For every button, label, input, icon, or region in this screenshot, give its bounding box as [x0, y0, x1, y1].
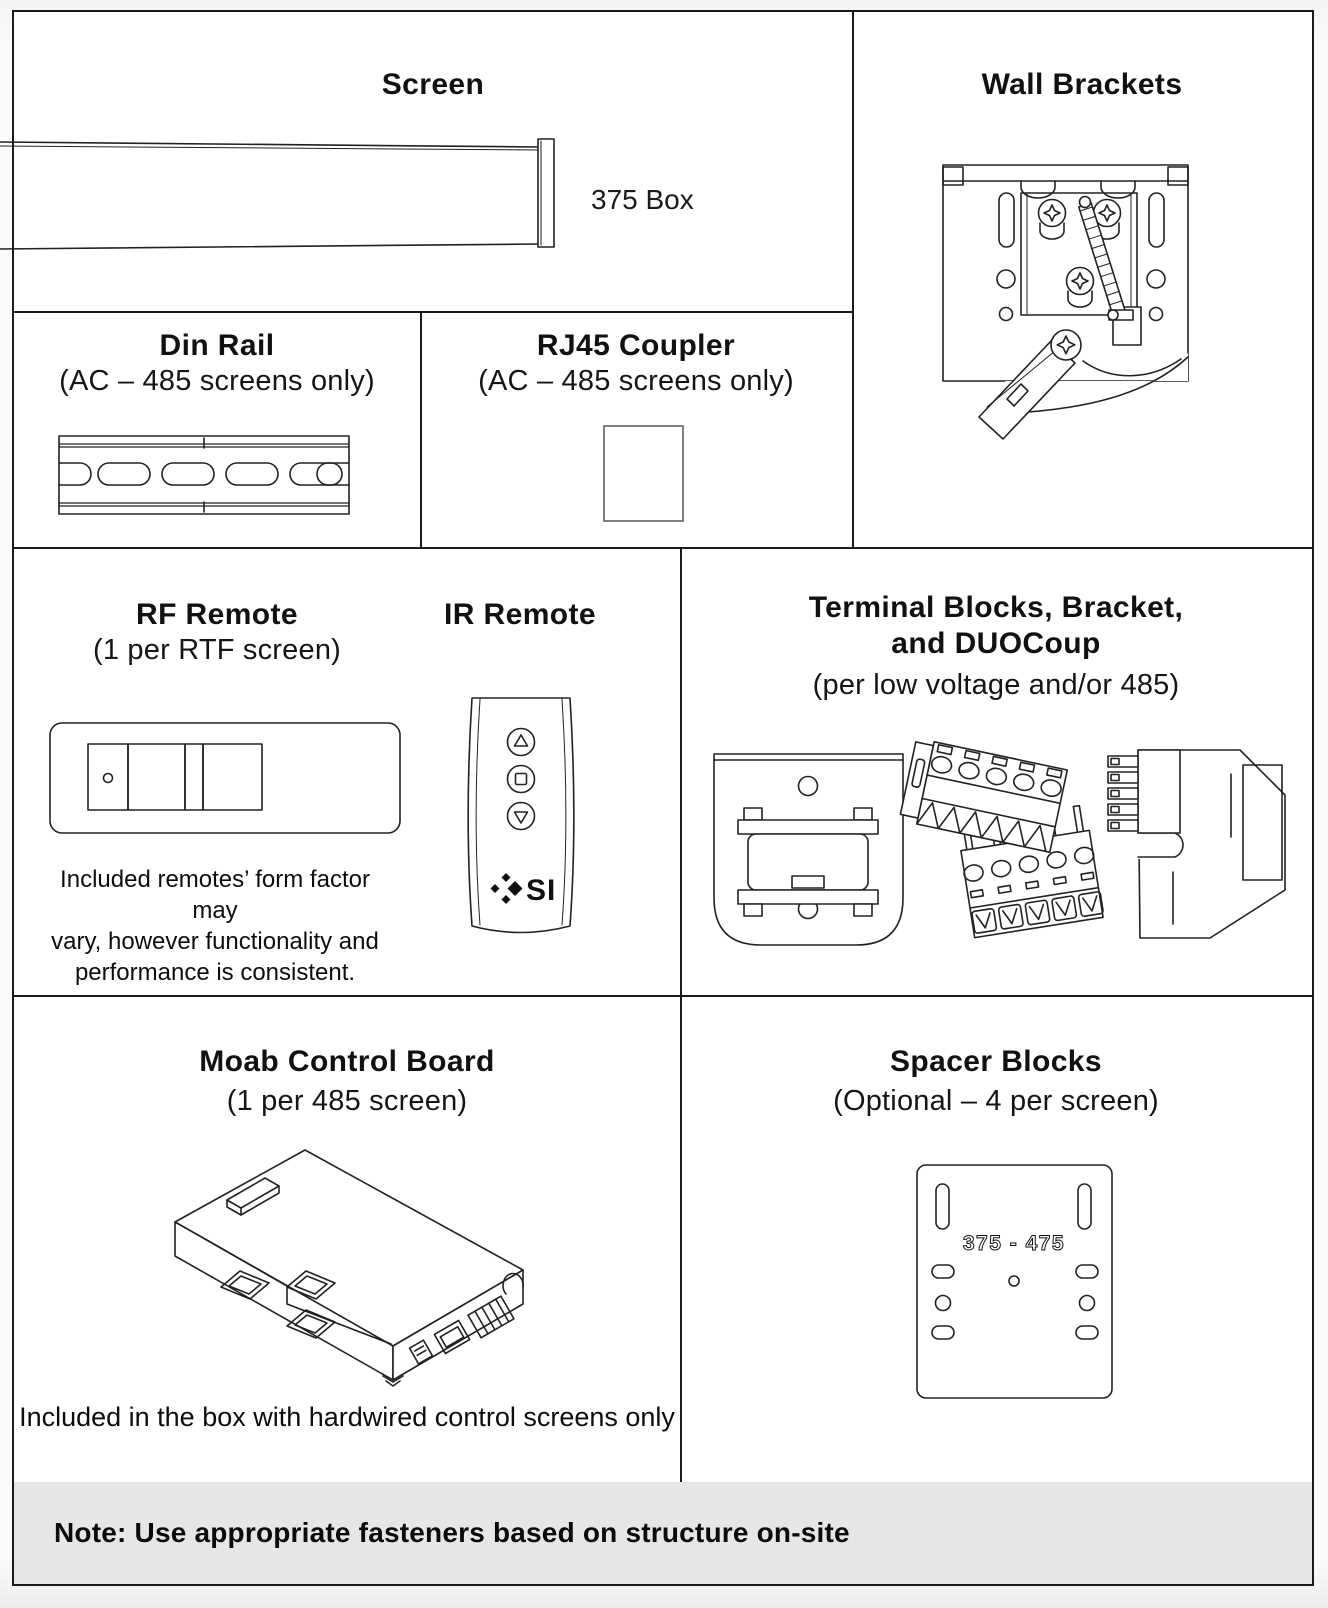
lever-arm — [978, 340, 1076, 440]
phillips-screw-icon — [1037, 198, 1067, 240]
down-button-icon — [506, 801, 536, 831]
duocoup-pins — [1107, 755, 1139, 832]
din-rail-title: Din Rail — [159, 329, 275, 362]
screen-tube-drawing — [0, 138, 555, 250]
rf-note-line-2: vary, however functionality and — [51, 928, 379, 955]
document-page: Screen 375 Box Wall Brackets — [0, 10, 1314, 1586]
si-logo-icon: SI — [490, 873, 556, 907]
rf-remote-drawing — [49, 722, 401, 834]
moab-subtitle: (1 per 485 screen) — [226, 1085, 468, 1117]
rj45-subtitle: (AC – 485 screens only) — [478, 365, 794, 397]
footer-note-bar: Note: Use appropriate fasteners based on… — [14, 1482, 1312, 1584]
rf-note-line-3: performance is consistent. — [74, 959, 356, 986]
spacer-block-drawing: 375 - 475 — [916, 1164, 1113, 1399]
terminal-title-line1: Terminal Blocks, Bracket, — [808, 591, 1184, 624]
terminal-block-plug-drawing — [899, 740, 1069, 854]
moab-connectors — [408, 1272, 524, 1365]
rf-remote-subtitle: (1 per RTF screen) — [92, 634, 342, 666]
led-dot-icon — [102, 772, 114, 784]
moab-title: Moab Control Board — [199, 1045, 495, 1078]
terminal-bracket-drawing — [713, 753, 904, 946]
divider-dinrail-rj45 — [420, 311, 422, 549]
divider-row2 — [14, 547, 1312, 549]
rf-note-line-1: Included remotes’ form factor may — [60, 866, 370, 924]
phillips-screw-icon — [1065, 266, 1095, 308]
din-rail-subtitle: (AC – 485 screens only) — [59, 365, 375, 397]
divider-under-screen — [14, 311, 854, 313]
rj45-coupler-drawing — [603, 425, 684, 522]
duocoup-drawing — [1107, 749, 1286, 939]
screen-title: Screen — [381, 68, 485, 101]
moab-note: Included in the box with hardwired contr… — [19, 1402, 675, 1432]
terminal-subtitle: (per low voltage and/or 485) — [812, 669, 1180, 701]
ir-remote-title: IR Remote — [444, 598, 596, 631]
pivot-screw-icon — [1050, 329, 1082, 361]
moab-board-drawing — [174, 1149, 524, 1387]
spring-drawing — [1078, 195, 1134, 321]
rf-remote-note: Included remotes’ form factor may vary, … — [50, 864, 380, 988]
spacer-engraving: 375 - 475 — [963, 1232, 1065, 1255]
stop-button-icon — [506, 764, 536, 794]
divider-vertical-bottom — [680, 547, 682, 1482]
footer-note-text: Note: Use appropriate fasteners based on… — [54, 1517, 850, 1548]
ir-remote-drawing: SI — [467, 697, 575, 934]
spacer-title: Spacer Blocks — [890, 1045, 1102, 1078]
rj45-title: RJ45 Coupler — [536, 329, 736, 362]
din-rail-drawing — [58, 435, 350, 515]
wall-bracket-drawing — [942, 164, 1189, 440]
rf-remote-title: RF Remote — [136, 598, 298, 631]
si-logo-text: SI — [526, 874, 556, 907]
terminal-blocks-drawing — [713, 740, 1286, 946]
divider-row3 — [14, 995, 1312, 997]
moab-buttons — [220, 1270, 336, 1339]
spacer-subtitle: (Optional – 4 per screen) — [833, 1085, 1159, 1117]
wall-brackets-title: Wall Brackets — [981, 68, 1183, 101]
screen-box-label: 375 Box — [591, 184, 694, 215]
terminal-title-line2: and DUOCoup — [891, 627, 1101, 660]
up-button-icon — [506, 727, 536, 757]
divider-vertical-top — [852, 12, 854, 549]
